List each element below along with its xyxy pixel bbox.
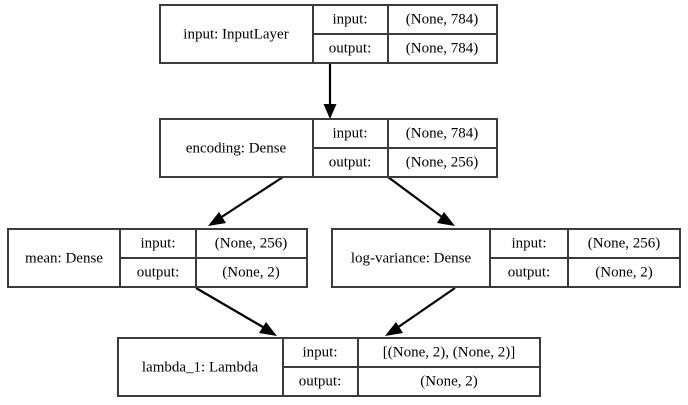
node-encoding-output-shape: (None, 256)	[406, 154, 478, 170]
node-log-variance-label: log-variance: Dense	[351, 250, 472, 266]
node-log-variance-output-shape: (None, 2)	[595, 264, 652, 280]
node-mean-input-shape: (None, 256)	[215, 235, 287, 251]
node-encoding-input-key: input:	[332, 125, 367, 141]
node-log-variance-input-key: input:	[511, 235, 546, 251]
node-input-input-shape: (None, 784)	[406, 11, 478, 27]
node-lambda-1-input-key: input:	[302, 344, 337, 360]
edge-encoding-to-mean	[208, 176, 284, 226]
node-mean[interactable]: mean: Dense input: (None, 256) output: (…	[7, 228, 308, 288]
node-mean-input-key: input:	[140, 235, 175, 251]
node-lambda-1-input-shape: [(None, 2), (None, 2)]	[383, 344, 515, 360]
node-input-output-shape: (None, 784)	[406, 40, 478, 56]
node-lambda-1-output-shape: (None, 2)	[420, 373, 477, 389]
node-input-label: input: InputLayer	[183, 26, 288, 42]
node-input-input-key: input:	[332, 11, 367, 27]
node-log-variance-output-key: output:	[508, 264, 551, 280]
node-mean-output-key: output:	[137, 264, 180, 280]
node-log-variance-input-shape: (None, 256)	[588, 235, 660, 251]
node-log-variance[interactable]: log-variance: Dense input: (None, 256) o…	[331, 228, 681, 288]
node-lambda-1-output-key: output:	[299, 373, 342, 389]
edge-encoding-to-log-variance	[387, 176, 455, 226]
node-mean-output-shape: (None, 2)	[222, 264, 279, 280]
edge-mean-to-lambda	[195, 287, 277, 336]
node-encoding-label: encoding: Dense	[186, 140, 287, 156]
edge-log-variance-to-lambda	[385, 287, 456, 336]
node-input-output-key: output:	[329, 40, 372, 56]
node-mean-label: mean: Dense	[25, 250, 103, 266]
edge-input-to-encoding	[323, 64, 337, 119]
node-encoding-input-shape: (None, 784)	[406, 125, 478, 141]
node-encoding-output-key: output:	[329, 154, 372, 170]
node-encoding[interactable]: encoding: Dense input: (None, 784) outpu…	[159, 118, 498, 178]
node-lambda-1[interactable]: lambda_1: Lambda input: [(None, 2), (Non…	[117, 337, 541, 397]
node-input[interactable]: input: InputLayer input: (None, 784) out…	[159, 4, 498, 64]
node-lambda-1-label: lambda_1: Lambda	[142, 359, 259, 375]
